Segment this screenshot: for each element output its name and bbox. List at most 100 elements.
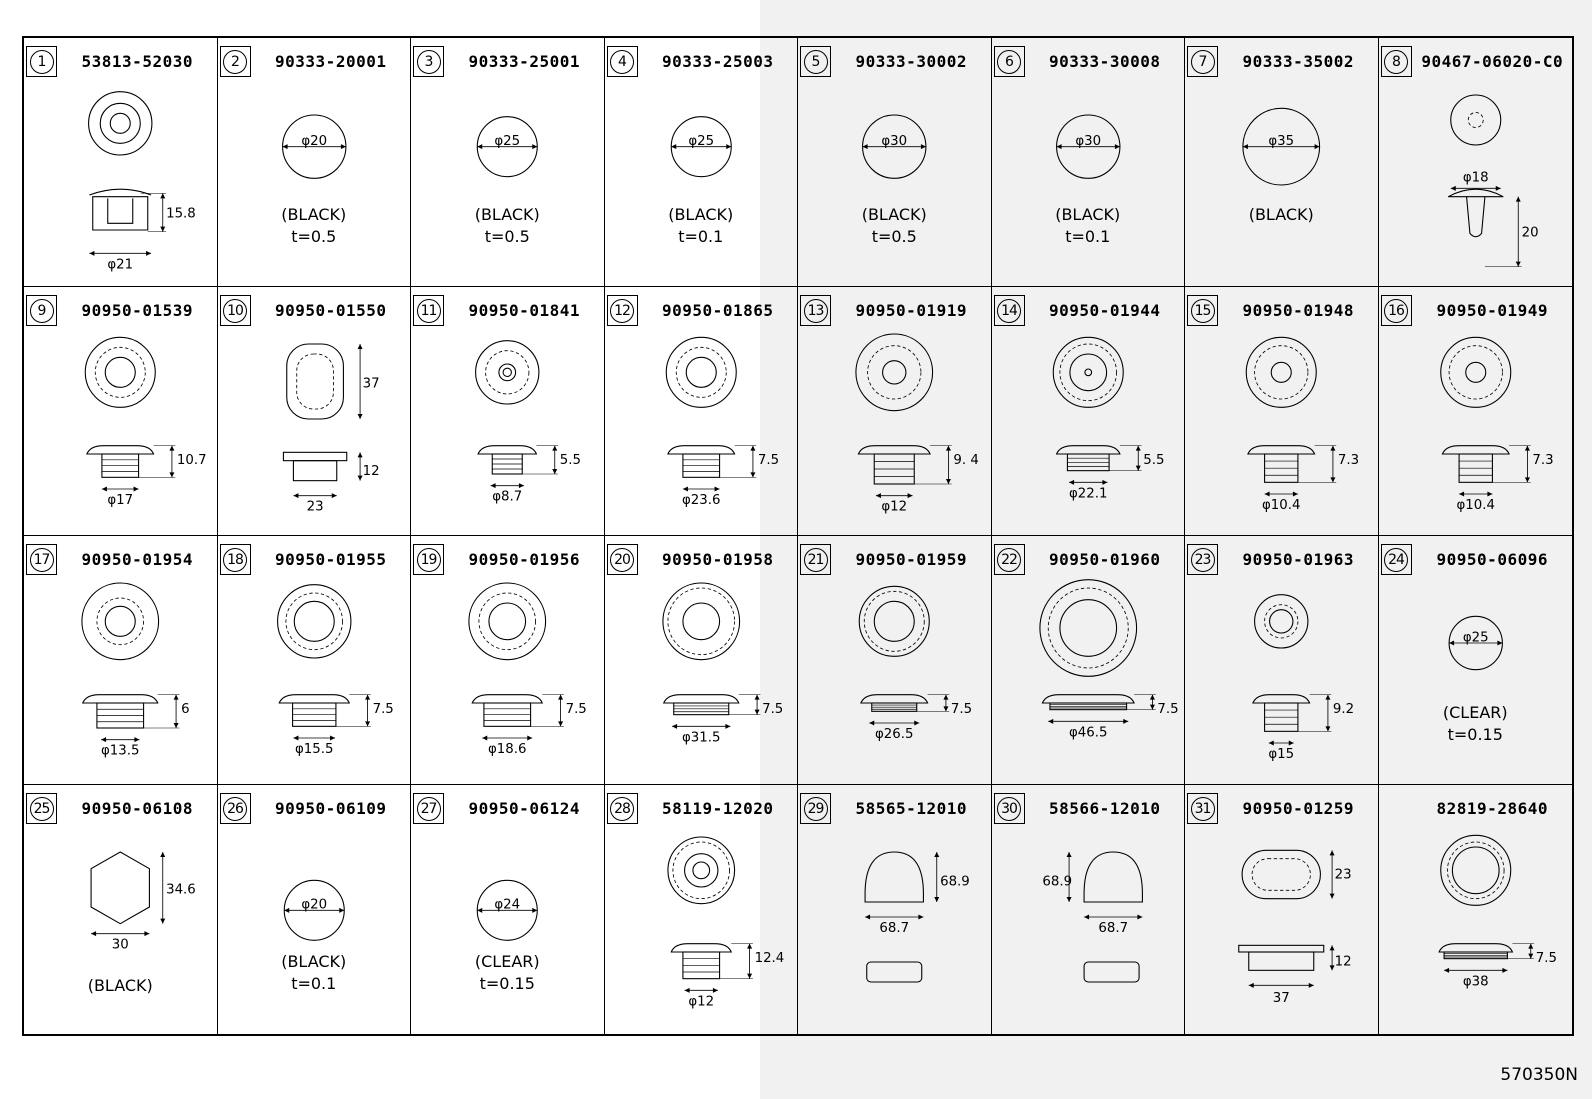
dimension-label: 9. 4: [953, 453, 978, 468]
part-note: (BLACK)t=0.5: [411, 204, 604, 248]
part-note: (BLACK)t=0.1: [992, 204, 1185, 248]
part-number: 53813-52030: [81, 52, 193, 71]
item-number: 11: [416, 298, 441, 323]
dimension-label: φ23.6: [682, 493, 720, 508]
dimension-label: φ25: [494, 134, 520, 149]
item-number-box: 3: [413, 46, 444, 77]
part-drawing: φ25: [1379, 578, 1573, 778]
item-number-box: 8: [1380, 46, 1412, 77]
item-number-box: 17: [26, 544, 57, 575]
dimension-label: 68.9: [940, 874, 970, 889]
dimension-label: 30: [112, 938, 129, 953]
dimension-label: φ38: [1462, 974, 1488, 989]
part-number: 90950-01954: [81, 550, 193, 569]
note-line: (CLEAR): [1442, 703, 1508, 722]
item-number-box: 7: [1187, 46, 1218, 77]
item-number-box: 1: [26, 46, 57, 77]
item-number: 9: [29, 298, 54, 323]
item-number-box: 24: [1380, 544, 1412, 575]
part-number: 90333-25003: [662, 52, 774, 71]
part-number: 90333-30002: [855, 52, 967, 71]
part-drawing: φ35: [1185, 80, 1378, 280]
dimension-label: φ20: [301, 898, 327, 913]
item-number: 26: [223, 796, 247, 821]
dimension-label: φ20: [301, 134, 327, 149]
item-number-box: 30: [993, 793, 1025, 824]
dimension-label: φ12: [688, 994, 714, 1009]
dimension-label: φ17: [107, 493, 133, 508]
item-number-box: 29: [800, 793, 831, 824]
dimension-label: φ18: [1462, 171, 1488, 186]
item-number: 21: [803, 547, 828, 572]
item-number: 12: [610, 298, 634, 323]
part-number: 90333-25001: [468, 52, 580, 71]
item-number-box: 18: [219, 544, 251, 575]
part-number: 90950-01919: [855, 301, 967, 320]
item-number-box: 23: [1187, 544, 1218, 575]
part-number: 58566-12010: [1049, 799, 1161, 818]
item-number-box: 22: [993, 544, 1025, 575]
dimension-label: φ12: [881, 500, 907, 515]
part-note: (BLACK)t=0.5: [218, 204, 411, 248]
item-number: 29: [803, 796, 828, 821]
dimension-label: φ22.1: [1069, 486, 1107, 501]
part-number: 90950-06108: [81, 799, 193, 818]
item-number-box: 12: [606, 295, 638, 326]
dimension-label: φ30: [1075, 134, 1101, 149]
item-number: 19: [416, 547, 441, 572]
item-number: 8: [1384, 49, 1408, 74]
item-number-box: 13: [800, 295, 831, 326]
dimension-label: 7.5: [757, 453, 778, 468]
dimension-label: 5.5: [560, 453, 581, 468]
part-number: 90333-35002: [1242, 52, 1354, 71]
part-cell: 13 90950-01919 9. 4 φ12: [798, 287, 992, 536]
dimension-label: φ30: [881, 134, 907, 149]
note-line: (BLACK): [1248, 205, 1314, 224]
item-number-box: 26: [219, 793, 251, 824]
part-number: 90950-01949: [1436, 301, 1548, 320]
item-number: 13: [803, 298, 828, 323]
part-number: 90950-01259: [1242, 799, 1354, 818]
part-cell: 3 90333-25001 φ25 (BLACK)t=0.5: [411, 38, 605, 287]
part-number: 90950-01865: [662, 301, 774, 320]
dimension-label: φ31.5: [682, 730, 720, 745]
dimension-label: 7.3: [1338, 453, 1359, 468]
part-cell: 12 90950-01865 7.5 φ23.6: [604, 287, 798, 536]
note-line: (BLACK): [668, 205, 734, 224]
item-number: 17: [29, 547, 54, 572]
item-number: 23: [1190, 547, 1215, 572]
part-number: 90950-01944: [1049, 301, 1161, 320]
item-number: 14: [997, 298, 1021, 323]
item-number-box: 19: [413, 544, 444, 575]
note-line: (BLACK): [474, 205, 540, 224]
dimension-label: 23: [1335, 868, 1352, 883]
part-number: 90950-01963: [1242, 550, 1354, 569]
item-number-box: 10: [219, 295, 251, 326]
note-line: (BLACK): [281, 952, 347, 971]
part-number: 90333-20001: [275, 52, 387, 71]
